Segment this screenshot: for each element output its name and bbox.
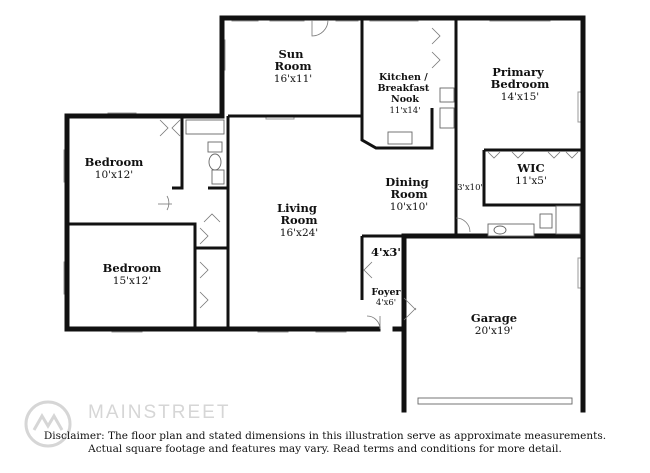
sink [211,169,225,185]
room-kitchen-name-2: Breakfast [377,83,429,94]
door [203,213,221,223]
room-wic-dims: 11'x5' [515,175,547,187]
room-living-dims: 16'x24' [280,227,318,239]
room-sun-room-name: Sun Room [274,47,311,73]
room-primary-bedroom-dims: 14'x15' [501,91,539,103]
room-foyer-name: Foyer [371,287,401,298]
stove-top [439,107,455,129]
room-kitchen-name-1: Kitchen / [379,72,428,83]
room-sun-room-dims: 16'x11' [274,73,312,85]
room-sun-room-name-2: Room [274,59,311,73]
watermark-text: MAINSTREET [88,402,231,423]
garage-door-panel [417,397,573,405]
room-closet-dims: 3'x10' [457,183,483,193]
mainstreet-logo-icon [24,400,72,448]
room-living-name-1: Living [277,201,317,215]
room-dining-name-2: Room [390,187,427,201]
room-small-dims: 4'x3' [371,245,401,259]
disclaimer-line-2: Actual square footage and features may v… [88,443,562,455]
door [166,195,170,211]
room-primary-bedroom-name-2: Bedroom [491,77,550,91]
door [431,27,441,69]
room-sun-room-name-1: Sun [278,47,304,61]
toilet-bowl [208,153,222,171]
fixtures [185,87,581,405]
room-foyer-dims: 4'x6' [376,298,396,308]
room-garage-dims: 20'x19' [475,325,513,337]
room-kitchen-name-3: Nook [391,94,419,105]
room-bedroom2-name: Bedroom [103,261,162,275]
room-dining-dims: 10'x10' [390,201,428,213]
bathtub [185,119,225,135]
sink-bowl [493,225,507,235]
toilet-tank [207,141,223,153]
room-living-name: Living Room [277,201,321,227]
range [439,87,455,103]
door [366,315,381,330]
doors [158,19,579,330]
door [487,151,579,159]
door [455,217,471,233]
room-kitchen-name: Kitchen / Breakfast Nook [377,72,432,105]
disclaimer-line-1: Disclaimer: The floor plan and stated di… [43,430,607,442]
room-primary-bedroom-name: Primary Bedroom [491,65,550,91]
room-bedroom1-dims: 10'x12' [95,169,133,181]
room-dining-name-1: Dining [385,175,428,189]
door [159,119,181,137]
room-kitchen-dims: 11'x14' [389,106,420,116]
door [363,261,373,279]
door [403,297,417,321]
room-primary-bedroom-name-1: Primary [492,65,544,79]
room-dining-name: Dining Room [385,175,433,201]
room-bedroom1-name: Bedroom [85,155,144,169]
room-wic-name: WIC [516,161,544,175]
room-living-name-2: Room [280,213,317,227]
door [199,227,209,309]
room-bedroom2-dims: 15'x12' [113,275,151,287]
toilet [539,213,553,229]
kitchen-sink [387,131,413,145]
room-labels: Sun Room 16'x11' Kitchen / Breakfast Noo… [85,47,550,337]
room-garage-name: Garage [471,311,517,325]
shower [555,205,581,235]
door [311,19,329,37]
interior-walls [67,18,583,329]
